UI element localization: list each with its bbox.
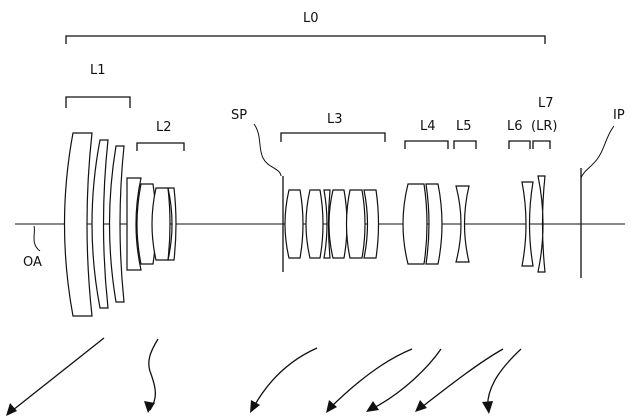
arrow-l4 [327,348,413,411]
lens-element-l3e [345,189,366,259]
lens-element-l1a [63,132,93,317]
bracket-l2 [136,142,185,151]
arrow-l5 [369,348,442,411]
label-l1: L1 [90,63,106,78]
arrow-head-l1 [6,403,17,416]
arrow-heads [6,400,493,416]
lens-element-l1c [108,145,125,303]
lens-element-l3d [328,189,348,259]
label-oa: OA [23,255,42,270]
bracket-l7 [532,140,551,149]
lens-element-l3f [363,189,380,259]
label-lr: (LR) [531,119,557,134]
lens-element-l7 [537,175,546,273]
movement-arrows [7,337,522,415]
bracket-l3 [280,132,386,142]
lens-element-l3c [323,189,331,259]
arrow-l2 [148,338,159,411]
lens-element-l3a [284,189,304,259]
lens-element-l3b [305,189,324,259]
label-ip: IP [613,108,625,123]
lens-element-l1b [91,139,109,309]
bracket-l0 [65,35,546,44]
label-l4: L4 [420,119,436,134]
arrow-head-l7 [482,401,493,414]
leader-oa [33,225,41,252]
label-l7: L7 [538,96,554,111]
label-l2: L2 [156,120,172,135]
lens-element-l2c [151,187,171,261]
arrow-l1 [7,337,105,415]
arrow-head-l5 [366,401,379,412]
arrow-head-l2 [144,401,155,413]
lens-element-l4b [425,183,443,265]
label-l3: L3 [327,112,343,127]
bracket-l6 [508,140,531,149]
lens-element-l2a [126,177,142,271]
lens-element-l2d [167,187,177,261]
arrow-head-l4 [326,400,337,413]
lens-element-l5 [455,185,470,263]
arrow-l3 [251,347,318,411]
arrow-l6 [417,348,504,411]
lens-element-l6 [521,181,534,267]
label-sp: SP [231,108,247,123]
arrow-head-l3 [250,400,260,413]
label-l6: L6 [507,119,523,134]
label-l0: L0 [303,11,319,26]
arrow-head-l6 [415,400,427,412]
lens-element-l4a [402,183,428,265]
leader-sp [253,123,282,177]
bracket-l5 [453,140,477,149]
arrow-l7 [487,348,522,411]
label-l5: L5 [456,119,472,134]
leader-ip [580,125,615,179]
bracket-l4 [404,140,449,149]
bracket-l1 [65,96,131,108]
